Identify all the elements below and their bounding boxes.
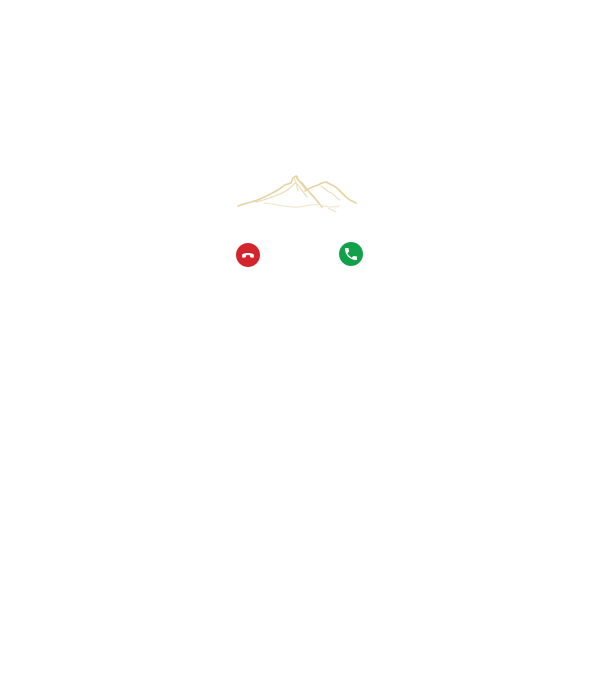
accept-call-button[interactable] [339, 242, 363, 266]
decline-call-button[interactable] [236, 243, 260, 267]
hang-up-phone-icon [240, 247, 256, 263]
phone-icon [343, 246, 359, 262]
mountain-logo-icon [236, 172, 360, 214]
